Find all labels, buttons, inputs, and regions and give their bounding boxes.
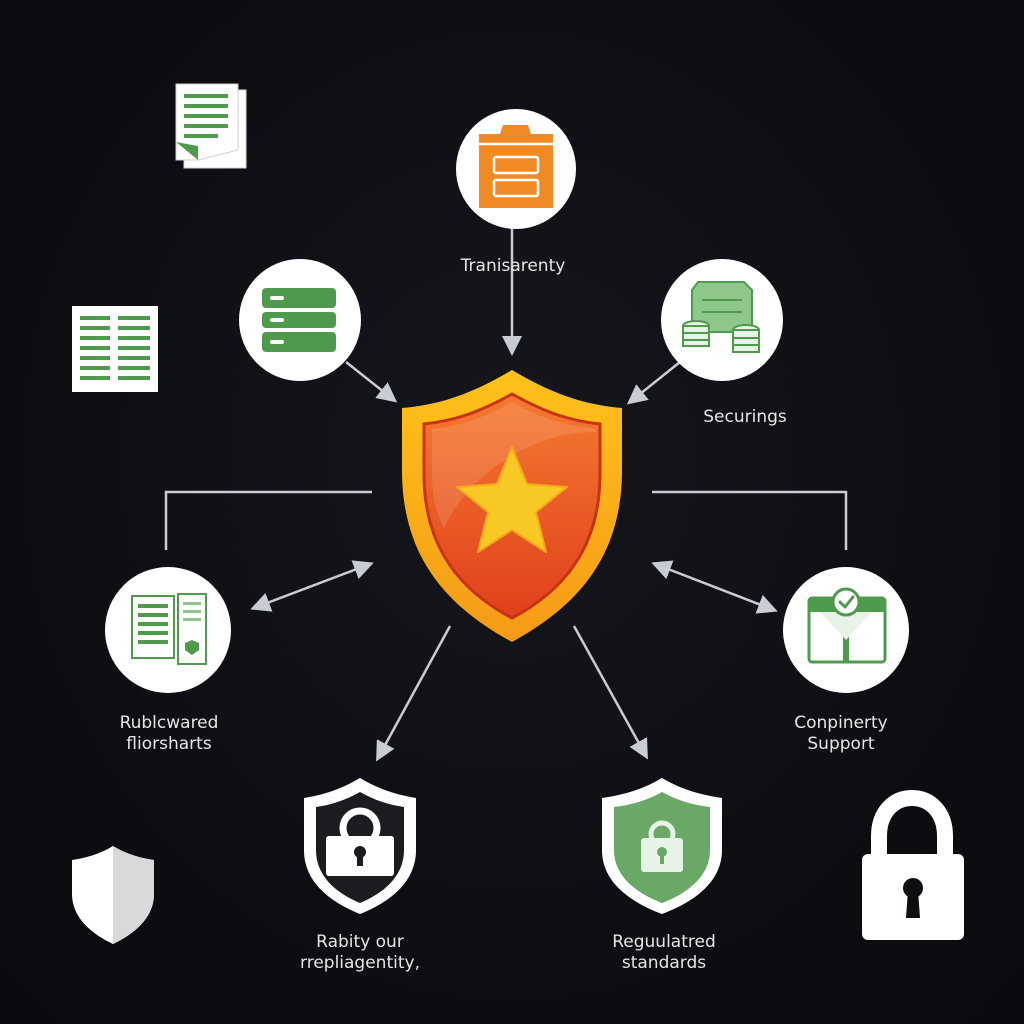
connector-right-upper: [626, 361, 681, 405]
label-bottom-right: Reguulatred standards: [612, 932, 716, 973]
label-bottom-left: Rabity our rrepliagentity,: [300, 932, 420, 973]
label-right-lower: Conpinerty Support: [794, 713, 888, 754]
label-left-lower: Rublcwared fliorsharts: [119, 713, 219, 754]
connector-left-upper: [345, 361, 398, 403]
label-right-upper: Securings: [703, 407, 787, 427]
connector-right-lower: [651, 560, 778, 614]
connector-bottom-left: [376, 625, 452, 762]
connector-left-lower: [250, 560, 374, 612]
connector-right-bracket: [652, 490, 848, 550]
connector-bottom-right: [572, 625, 648, 760]
label-top: Tranisarenty: [460, 256, 566, 276]
connector-left-bracket: [164, 490, 372, 550]
